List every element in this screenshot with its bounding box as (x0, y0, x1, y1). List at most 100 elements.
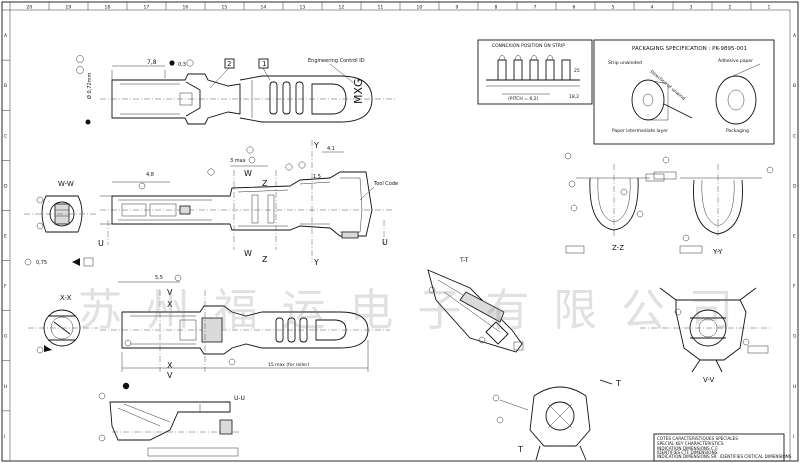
section-v-top: V (167, 288, 173, 297)
border-column-label: 1 (768, 5, 771, 11)
border-column-label: 10 (417, 5, 423, 11)
strip-position-box: CONNEXION POSITION ON STRIP (PITCH = 6,2… (477, 39, 593, 105)
border-row-label: C (4, 133, 7, 139)
paper-layer-label: Paper intermediate layer (612, 128, 668, 134)
mxg-stamp: MXG (352, 78, 365, 104)
border-row-label: A (4, 33, 8, 39)
section-w-bot: W (244, 249, 252, 258)
border-row-label: G (4, 334, 8, 340)
border-column-label: 8 (495, 5, 498, 11)
t-marker-bot: T (517, 445, 523, 454)
section-z-bot: Z (262, 255, 268, 264)
strip-dim-18: 18,2 (569, 94, 579, 100)
dim-3-max: 3 max (230, 158, 246, 164)
dim-1-5: 1.5 (313, 174, 321, 180)
border-column-label: 12 (339, 5, 345, 11)
border-row-label: I (4, 434, 5, 440)
border-row-label: F (4, 284, 7, 290)
tool-code-label: Tool Code (373, 181, 398, 187)
border-column-label: 16 (183, 5, 189, 11)
key-char-dot-icon (122, 382, 130, 390)
key-char-dot-icon (169, 60, 175, 66)
legend-box: COTES CARACTERISTIQUES SPECIALES SPECIAL… (653, 433, 792, 462)
legend-line-2: SPECIAL KEY CHARACTERISTICS (657, 441, 724, 446)
border-column-label: 9 (456, 5, 459, 11)
section-ww-title: W-W (58, 180, 74, 188)
box-label-2: 2 (227, 60, 231, 68)
section-uu-title: U-U (234, 395, 245, 402)
section-z-top: Z (262, 179, 268, 188)
section-zz-title: Z-Z (612, 244, 624, 252)
strip-unwinded-label: Strip unwinded (608, 60, 642, 66)
border-row-label: B (793, 83, 796, 89)
t-marker-top: T (615, 379, 621, 388)
adhesive-paper-label: Adhesive paper (718, 58, 753, 64)
section-ww: W-W 0,75 (24, 180, 96, 267)
company-watermark: 苏州福运电子有限公司 (78, 285, 733, 336)
section-zz: Z-Z (564, 152, 665, 254)
section-u-left: U (98, 239, 104, 248)
strip-pitch: (PITCH = 6,2) (508, 96, 539, 102)
section-vv-title: V-V (703, 376, 714, 384)
box-label-1: 1 (262, 60, 266, 68)
dim-4-1: 4.1 (327, 146, 335, 152)
section-x-top: X (167, 300, 173, 309)
dim-15-max: 15 max (for roller) (268, 362, 309, 368)
section-yy: Y-Y (653, 156, 774, 256)
dim-4-8: 4,8 (146, 172, 154, 178)
strip-contact (497, 55, 571, 81)
border-row-label: A (793, 33, 797, 39)
packaging-title: PACKAGING SPECIFICATION : PK-9895-001 (632, 46, 747, 52)
section-tt: T-T (427, 257, 524, 353)
border-column-label: 3 (690, 5, 693, 11)
legend-line-5: INDICATION DIMENSIONS SR (657, 454, 717, 459)
border-row-label: H (4, 384, 7, 390)
legend-line-1: COTES CARACTERISTIQUES SPECIALES (657, 436, 738, 441)
border-column-label: 19 (66, 5, 72, 11)
section-tt-title: T-T (459, 257, 469, 264)
datum-triangle-icon (72, 258, 80, 266)
top-view: MXG 7,8 0,3 Ø 0,72mm 2 1 Engineering Con… (76, 55, 395, 125)
border-column-label: 2 (729, 5, 732, 11)
section-x-bot: X (167, 361, 173, 370)
border-row-label: D (793, 183, 797, 189)
border-row-label: G (793, 334, 797, 340)
side-view: 3 max 4,8 4.1 1.5 Tool Code W W Z Z Y Y … (98, 140, 398, 267)
dim-0-75: 0,75 (36, 260, 47, 266)
legend-line-3: INDICATION DIMENSIONS C.F. (657, 446, 718, 451)
section-y-top: Y (313, 141, 319, 150)
section-uu: U-U (98, 392, 245, 457)
section-w-top: W (244, 169, 252, 178)
border-row-label: B (4, 83, 7, 89)
dim-0-3: 0,3 (178, 62, 186, 68)
border-column-label: 13 (300, 5, 306, 11)
border-column-label: 6 (573, 5, 576, 11)
section-v-bot: V (167, 371, 173, 380)
section-yy-title: Y-Y (712, 248, 723, 256)
packaged-reel-icon (715, 63, 761, 125)
border-row-label: C (793, 133, 796, 139)
legend-line-4: IDENTIFIES CTF DIMENSIONS (657, 450, 718, 455)
border-row-label: E (793, 234, 796, 240)
section-t-detail: T T (492, 379, 621, 461)
border-column-label: 14 (261, 5, 267, 11)
border-column-label: 18 (105, 5, 111, 11)
packaging-label: Packaging (726, 128, 749, 134)
border-column-label: 20 (27, 5, 33, 11)
border-column-label: 15 (222, 5, 228, 11)
dim-diameter-072: Ø 0,72mm (86, 72, 93, 99)
section-vv: V-V (640, 287, 770, 384)
dim-5-5: 5,5 (155, 275, 163, 281)
packaging-box: PACKAGING SPECIFICATION : PK-9895-001 St… (593, 39, 775, 145)
border-column-label: 4 (651, 5, 654, 11)
strip-title: CONNEXION POSITION ON STRIP (492, 43, 565, 49)
border-column-label: 11 (378, 5, 384, 11)
border-row-label: E (4, 234, 7, 240)
border-column-label: 5 (612, 5, 615, 11)
border-row-label: D (4, 183, 8, 189)
